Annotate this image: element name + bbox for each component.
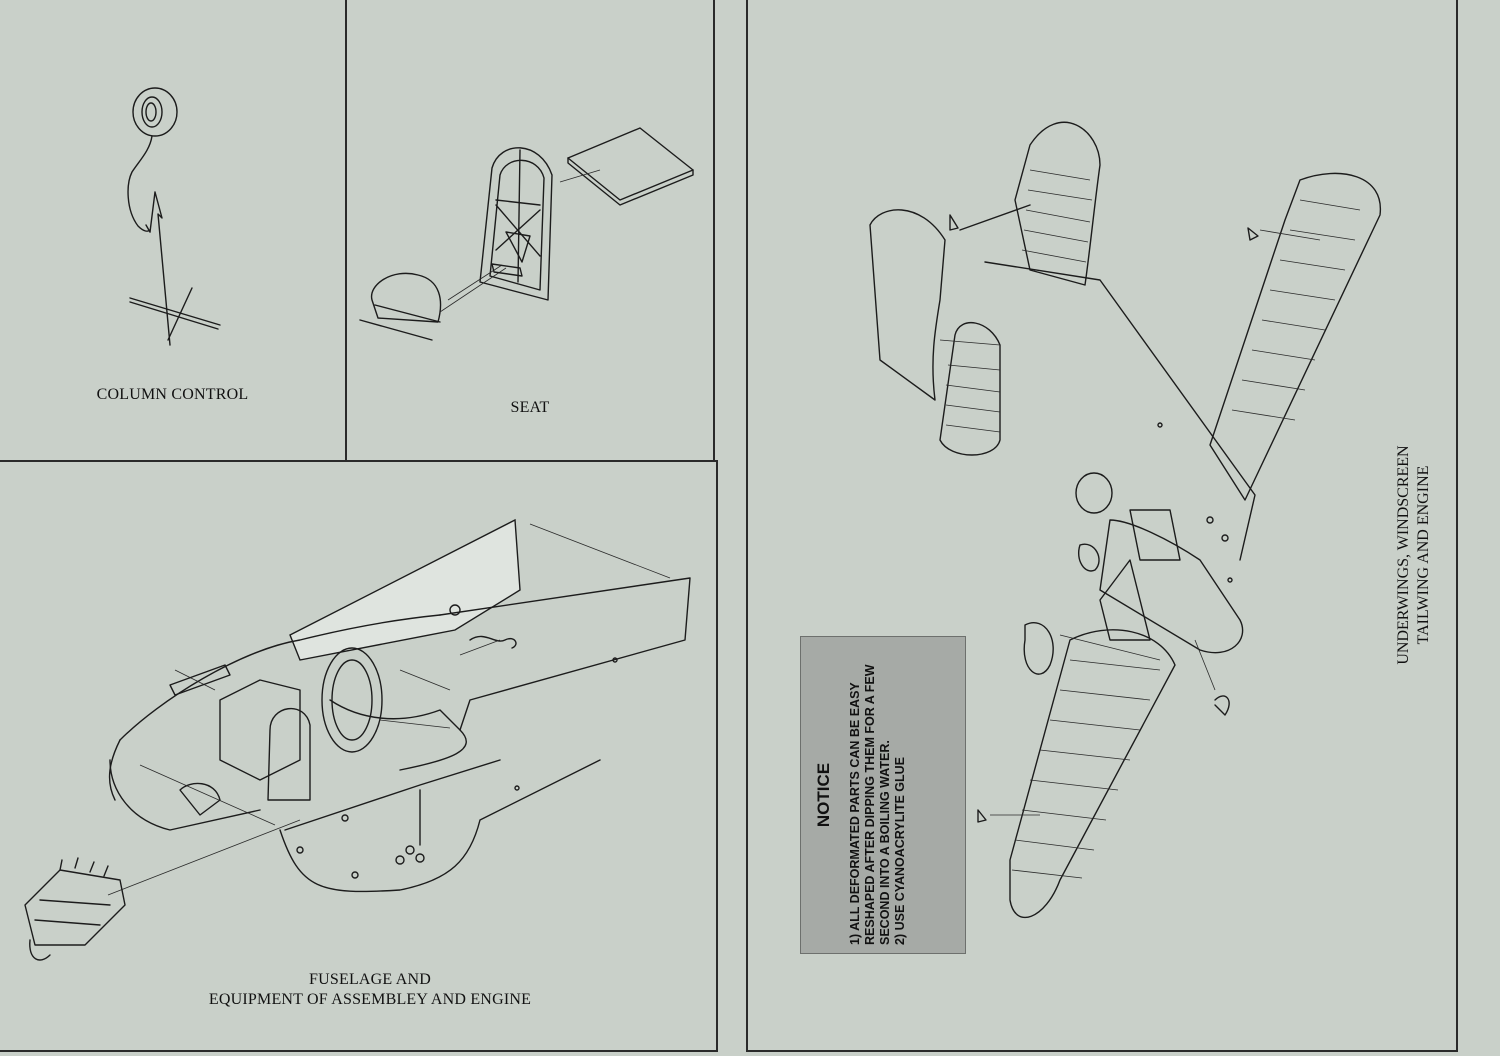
notice-item: 2) USE CYANOACRYLITE GLUE xyxy=(893,757,907,945)
notice-title: NOTICE xyxy=(814,762,833,828)
notice-item: 1) ALL DEFORMATED PARTS CAN BE EASY RESH… xyxy=(848,664,892,945)
underwings-caption-line2: TAILWING AND ENGINE xyxy=(1415,465,1432,645)
fuselage-caption-line2: EQUIPMENT OF ASSEMBLEY AND ENGINE xyxy=(208,991,532,1008)
fuselage-caption-line1: FUSELAGE AND xyxy=(309,971,431,988)
seat-caption: SEAT xyxy=(510,399,550,416)
panel-underwings xyxy=(746,0,1458,1052)
column-control-caption: COLUMN CONTROL xyxy=(96,386,249,403)
underwings-caption-line1: UNDERWINGS, WINDSCREEN xyxy=(1395,445,1412,665)
notice-content: NOTICE 1) ALL DEFORMATED PARTS CAN BE EA… xyxy=(808,645,958,945)
notice-box: NOTICE 1) ALL DEFORMATED PARTS CAN BE EA… xyxy=(800,636,966,954)
panel-fuselage xyxy=(0,460,718,1052)
